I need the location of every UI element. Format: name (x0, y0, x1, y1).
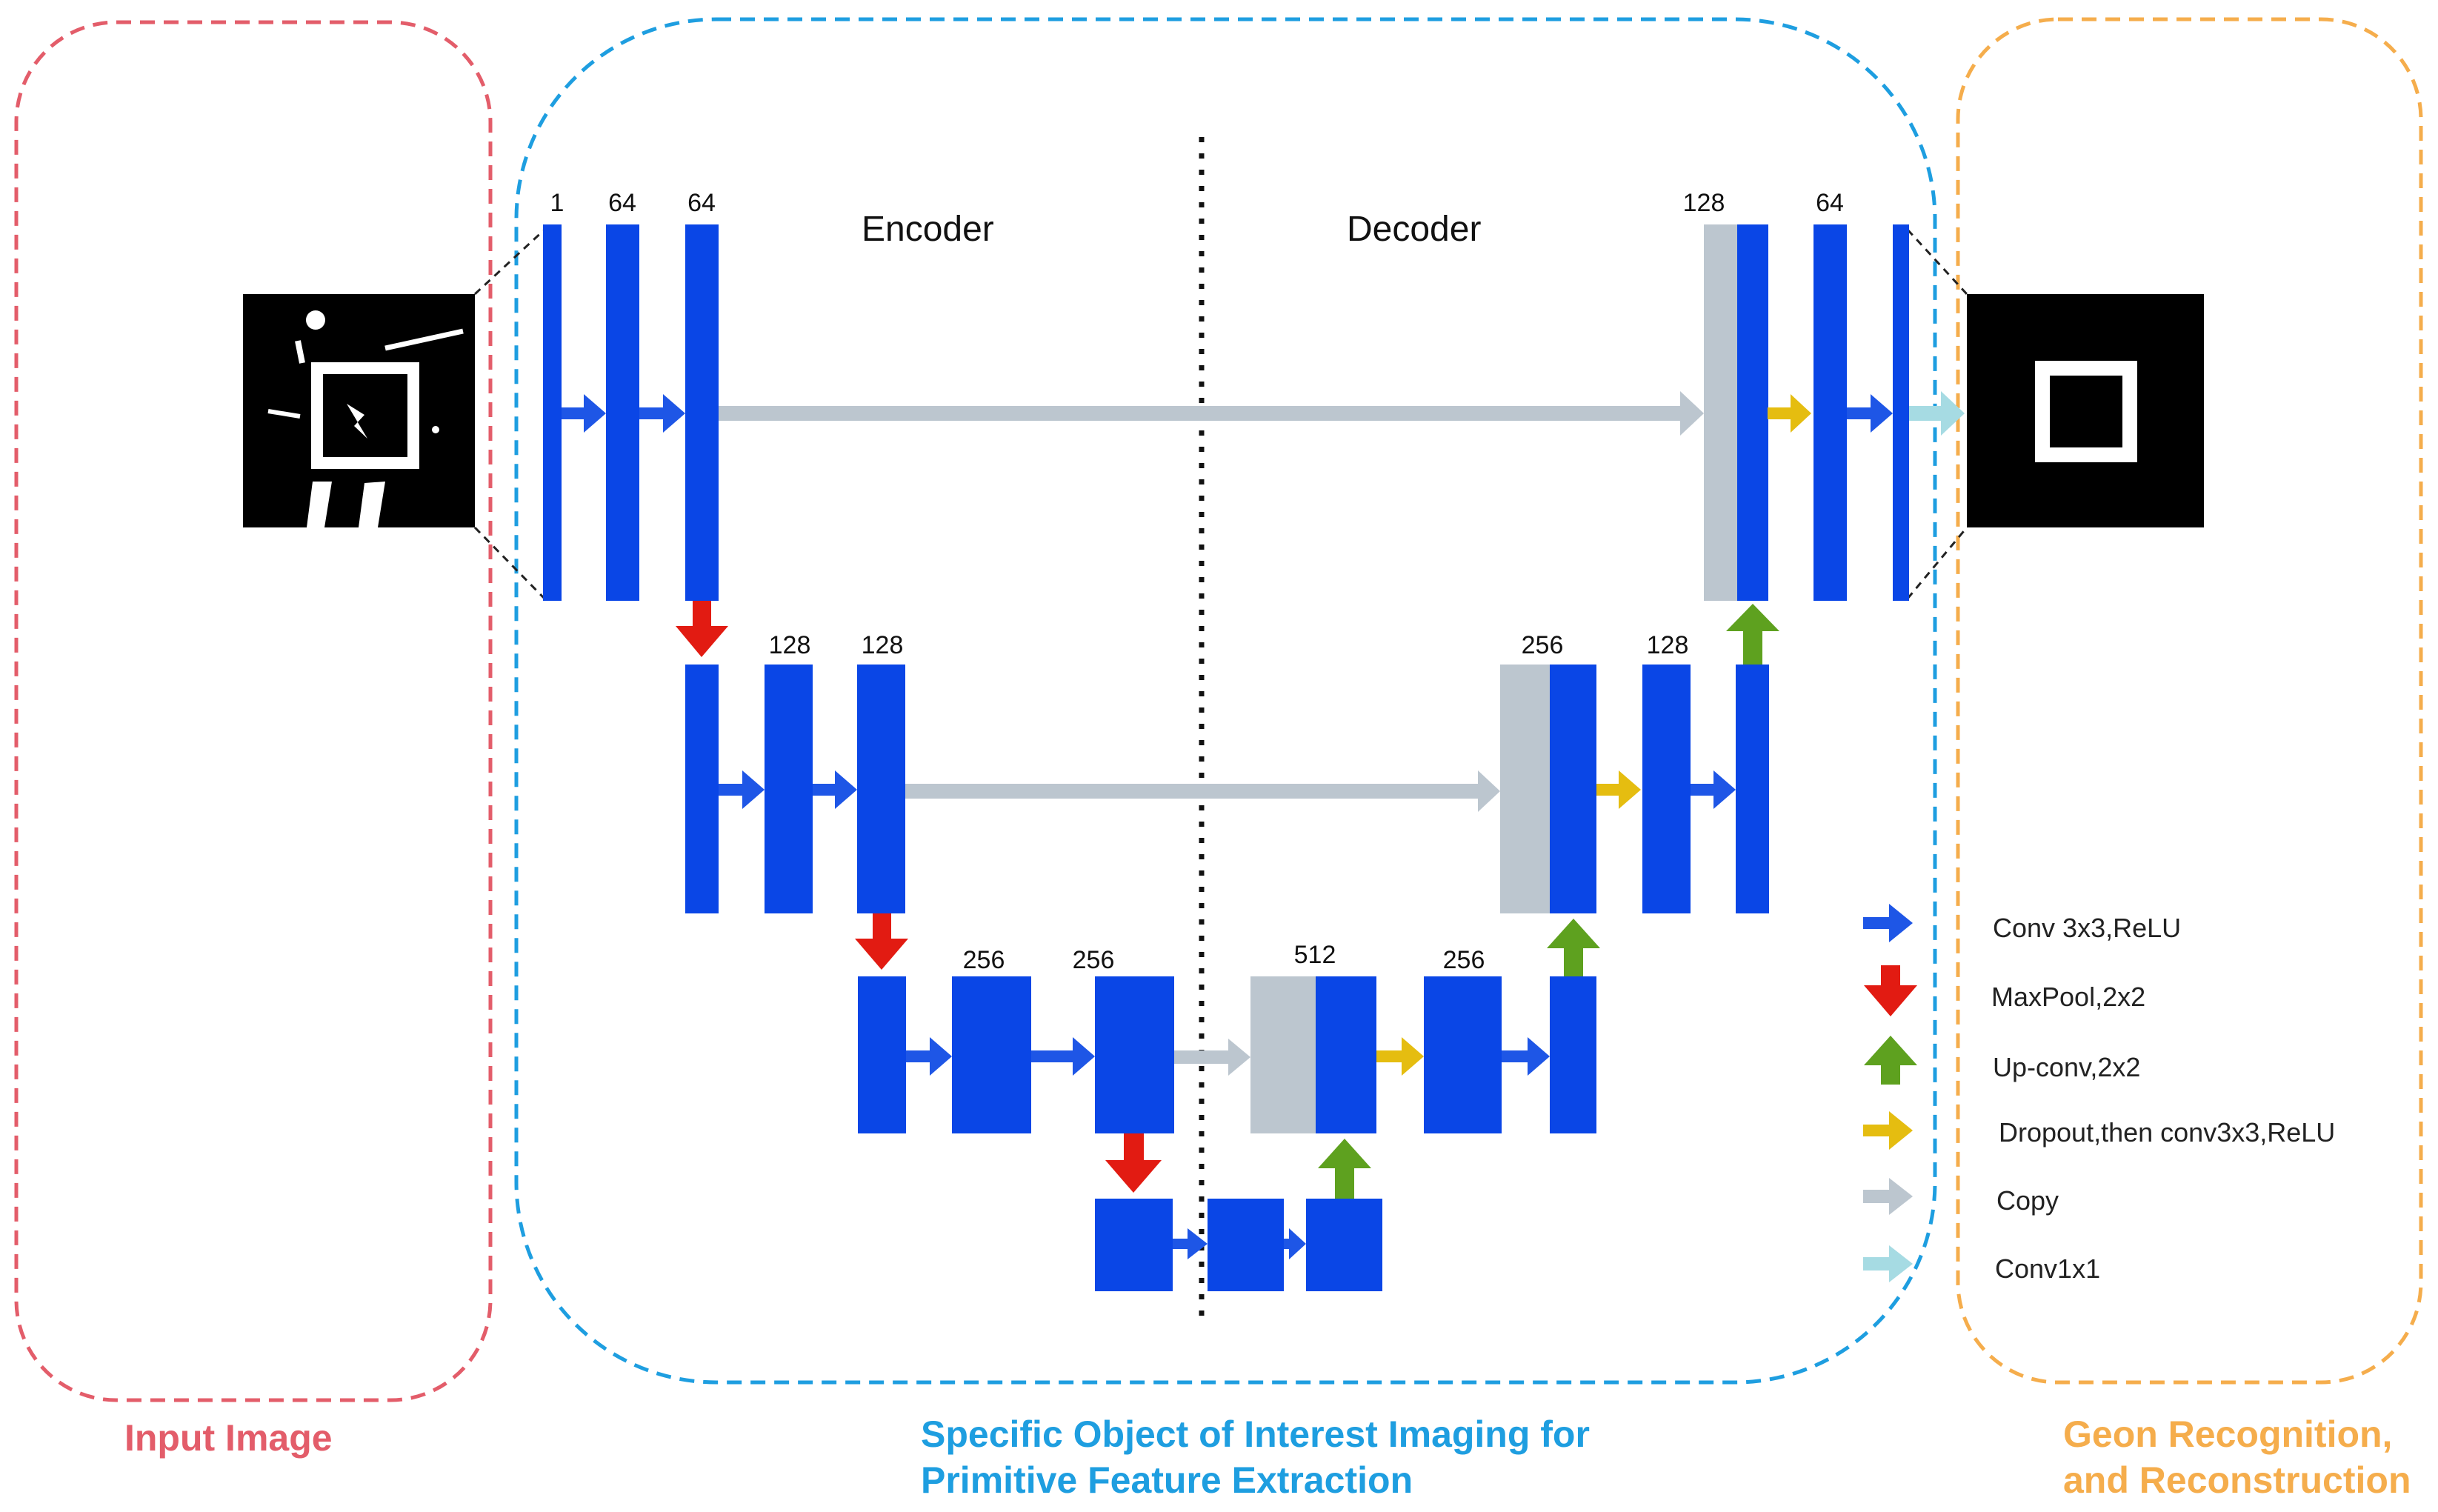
legend-label-upconv: Up-conv,2x2 (1993, 1052, 2141, 1082)
conv1x1-arrow (1909, 391, 1965, 436)
feature-map (1095, 976, 1174, 1133)
channel-label: 128 (1682, 189, 1725, 217)
feature-map (952, 976, 1031, 1133)
legend-label-maxpool: MaxPool,2x2 (1991, 982, 2146, 1012)
feature-map (857, 665, 905, 913)
copied-feature-map (1500, 665, 1550, 913)
input-zoom-line (473, 228, 546, 296)
arrow-right-icon (1863, 1245, 1913, 1282)
channel-label: 256 (1521, 631, 1564, 659)
conv-arrow (562, 394, 1893, 1259)
feature-map (1642, 665, 1691, 913)
feature-map (685, 665, 719, 913)
channel-label: 1 (550, 189, 564, 217)
feature-map (685, 224, 719, 601)
geon-recognition-label-line2: and Reconstruction (2063, 1459, 2411, 1501)
feature-extraction-label-line1: Specific Object of Interest Imaging for (921, 1413, 1590, 1455)
channel-label: 64 (608, 189, 636, 217)
feature-map (543, 224, 562, 601)
copy-arrow (905, 770, 1500, 812)
decoder-title: Decoder (1347, 210, 1482, 249)
feature-extraction-label: Specific Object of Interest Imaging for … (921, 1411, 1590, 1503)
encoder-title: Encoder (862, 210, 994, 249)
dropout-arrow (1376, 394, 1811, 1076)
feature-map (765, 665, 813, 913)
arrow-right-icon (1863, 1111, 1913, 1150)
feature-map (1893, 224, 1909, 601)
channel-label: 64 (1816, 189, 1844, 217)
feature-map (1306, 1199, 1382, 1291)
legend-label-copy: Copy (1996, 1185, 2059, 1216)
channel-label: 256 (962, 946, 1005, 974)
legend-label-dropout: Dropout,then conv3x3,ReLU (1999, 1117, 2336, 1148)
arrow-right-icon (1863, 1178, 1913, 1215)
output-image (1967, 294, 2204, 527)
channel-label: 64 (687, 189, 716, 217)
feature-map (1095, 1199, 1173, 1291)
geon-recognition-label-line1: Geon Recognition, (2063, 1413, 2393, 1455)
channel-label: 512 (1293, 941, 1336, 969)
middle-panel-border (514, 17, 1937, 1385)
feature-map (858, 976, 906, 1133)
feature-map (1736, 665, 1769, 913)
arrow-down-icon (1864, 965, 1917, 1016)
input-zoom-line (473, 526, 546, 600)
legend-label-conv: Conv 3x3,ReLU (1993, 913, 2182, 943)
feature-map (1813, 224, 1847, 601)
channel-label: 256 (1442, 946, 1485, 974)
channel-label: 256 (1072, 946, 1115, 974)
feature-map (1550, 976, 1596, 1133)
maxpool-arrow (676, 601, 1162, 1193)
copy-arrow (1174, 1039, 1250, 1076)
feature-map (1550, 665, 1596, 913)
input-image-label: Input Image (124, 1417, 333, 1459)
feature-map (1737, 224, 1768, 601)
feature-map (1316, 976, 1376, 1133)
arrow-up-icon (1864, 1036, 1917, 1085)
copied-feature-map (1704, 224, 1737, 601)
output-panel-border (1956, 17, 2423, 1385)
output-zoom-line (1906, 527, 1968, 599)
legend-label-conv1x1: Conv1x1 (1995, 1253, 2101, 1284)
output-zoom-line (1906, 228, 1968, 296)
channel-label: 128 (861, 631, 904, 659)
geon-recognition-label: Geon Recognition, and Reconstruction (2063, 1411, 2411, 1503)
feature-map (1208, 1199, 1284, 1291)
input-image (243, 294, 475, 527)
upconv-arrow (1318, 604, 1779, 1199)
input-panel-border (14, 20, 493, 1402)
channel-label: 128 (1646, 631, 1689, 659)
copied-feature-map (1250, 976, 1316, 1133)
feature-map (606, 224, 639, 601)
feature-map (1424, 976, 1502, 1133)
copy-arrow (719, 391, 1704, 436)
channel-label: 128 (768, 631, 811, 659)
feature-extraction-label-line2: Primitive Feature Extraction (921, 1459, 1413, 1501)
arrow-right-icon (1863, 904, 1913, 942)
